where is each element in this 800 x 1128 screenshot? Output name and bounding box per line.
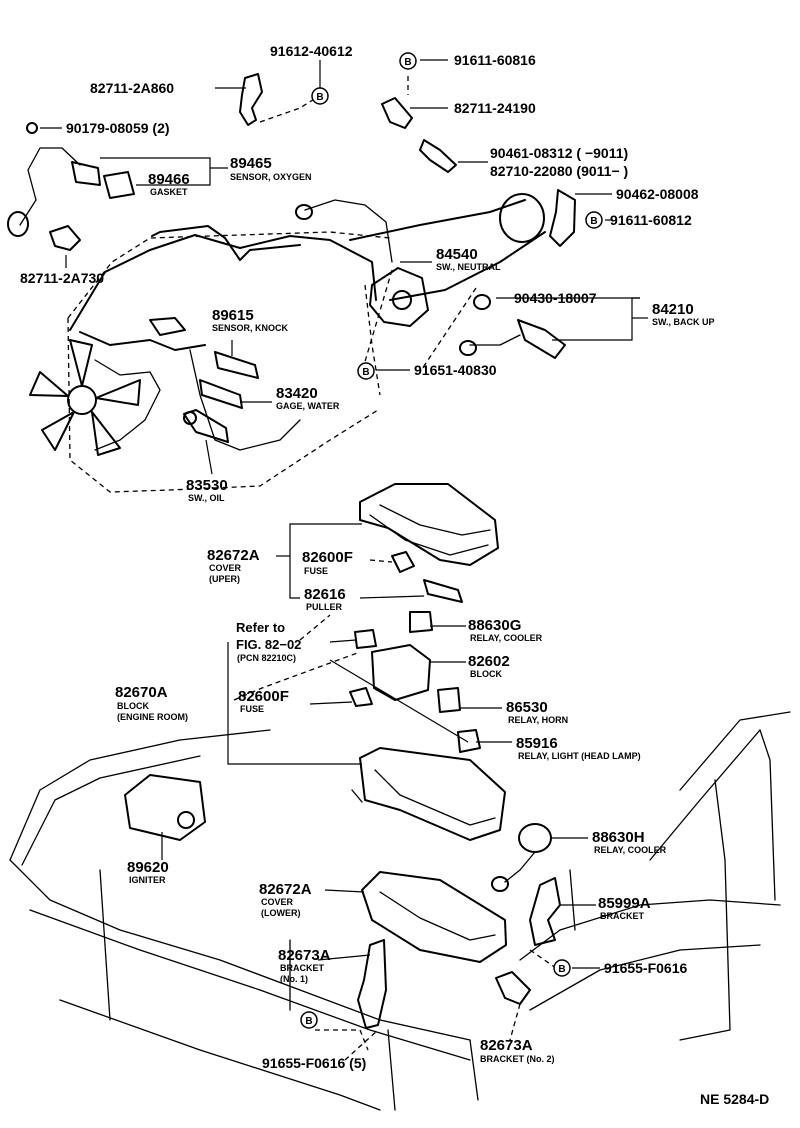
fan-blades xyxy=(29,339,141,456)
part-description: FUSE xyxy=(240,704,264,714)
part-number: 82672A xyxy=(207,547,260,564)
part-number: 91655-F0616 xyxy=(604,960,688,976)
part-number: 88630G xyxy=(468,617,521,634)
part-description: RELAY, COOLER xyxy=(470,633,543,643)
callout-label: B xyxy=(590,216,597,227)
part-number: 82673A xyxy=(278,947,331,964)
engine-illustration xyxy=(29,193,546,493)
part-number: 85916 xyxy=(516,735,558,752)
part-description: BRACKET xyxy=(600,911,645,921)
part-description: PULLER xyxy=(306,602,343,612)
part-description: FUSE xyxy=(304,566,328,576)
callout-label: B xyxy=(404,57,411,68)
part-number: 82616 xyxy=(304,586,346,603)
part-description: SW., NEUTRAL xyxy=(436,262,501,272)
part-description: BLOCK xyxy=(470,669,502,679)
part-number: 82600F xyxy=(302,549,353,566)
refer-line-2: FIG. 82−02 xyxy=(236,637,301,652)
part-labels: 91612-40612 91611-60816 82711-2A860 8271… xyxy=(20,43,769,1107)
part-number: 82670A xyxy=(115,684,168,701)
callout-label: B xyxy=(558,964,565,975)
part-number: 82710-22080 (9011− ) xyxy=(490,163,628,179)
part-number: 82600F xyxy=(238,688,289,705)
part-description: (UPER) xyxy=(209,574,240,584)
part-number: 89466 xyxy=(148,171,190,188)
callout-circle xyxy=(357,362,375,380)
part-number: 86530 xyxy=(506,699,548,716)
part-number: 84540 xyxy=(436,246,478,263)
part-number: 83420 xyxy=(276,385,318,402)
callout-circle xyxy=(311,87,329,105)
part-number: 90179-08059 (2) xyxy=(66,120,170,136)
part-description: BLOCK xyxy=(117,701,149,711)
part-description: COVER xyxy=(261,897,294,907)
leader-lines xyxy=(40,59,648,1061)
part-number: 82673A xyxy=(480,1037,533,1054)
part-description: RELAY, LIGHT (HEAD LAMP) xyxy=(518,751,641,761)
part-number: 91611-60812 xyxy=(610,212,692,228)
part-number: 91612-40612 xyxy=(270,43,353,59)
part-number: 82711-2A860 xyxy=(90,80,174,96)
part-description: BRACKET xyxy=(280,963,325,973)
part-number: 90461-08312 ( −9011) xyxy=(490,145,628,161)
callout-circle xyxy=(399,52,417,70)
part-number: 88630H xyxy=(592,829,645,846)
part-description: BRACKET (No. 2) xyxy=(480,1054,555,1064)
callout-circle xyxy=(585,211,603,229)
part-number: 82711-24190 xyxy=(454,100,536,116)
refer-line-3: (PCN 82210C) xyxy=(237,653,296,663)
part-number: 91611-60816 xyxy=(454,52,536,68)
part-number: 82711-2A730 xyxy=(20,270,104,286)
part-description: (LOWER) xyxy=(261,908,301,918)
part-number: 82602 xyxy=(468,653,510,670)
part-number: 83530 xyxy=(186,477,228,494)
part-shapes xyxy=(7,73,576,1029)
refer-line-1: Refer to xyxy=(236,620,285,635)
callout-label: B xyxy=(316,92,323,103)
part-description: GAGE, WATER xyxy=(276,401,340,411)
car-body-illustration xyxy=(9,711,791,1111)
part-number: 89620 xyxy=(127,859,169,876)
part-number: 85999A xyxy=(598,895,651,912)
part-description: (No. 1) xyxy=(280,974,308,984)
part-number: 89615 xyxy=(212,307,254,324)
callout-markers: B B B B B B xyxy=(300,52,603,1029)
part-description: RELAY, HORN xyxy=(508,715,568,725)
part-description: SENSOR, KNOCK xyxy=(212,323,289,333)
part-description: IGNITER xyxy=(129,875,166,885)
part-description: SW., OIL xyxy=(188,493,225,503)
part-number: 90462-08008 xyxy=(616,186,699,202)
part-number: 84210 xyxy=(652,301,694,318)
part-description: GASKET xyxy=(150,187,188,197)
part-number: 82672A xyxy=(259,881,312,898)
part-description: SW., BACK UP xyxy=(652,317,715,327)
document-code: NE 5284-D xyxy=(700,1091,769,1107)
callout-circle xyxy=(553,959,571,977)
part-number: 91651-40830 xyxy=(414,362,497,378)
callout-circle xyxy=(300,1011,318,1029)
callout-label: B xyxy=(362,367,369,378)
part-number: 91655-F0616 (5) xyxy=(262,1055,366,1071)
part-description: SENSOR, OXYGEN xyxy=(230,172,312,182)
part-description: (ENGINE ROOM) xyxy=(117,712,188,722)
part-description: COVER xyxy=(209,563,242,573)
part-number: 90430-18007 xyxy=(514,290,597,306)
part-number: 89465 xyxy=(230,155,272,172)
callout-label: B xyxy=(305,1016,312,1027)
part-description: RELAY, COOLER xyxy=(594,845,667,855)
